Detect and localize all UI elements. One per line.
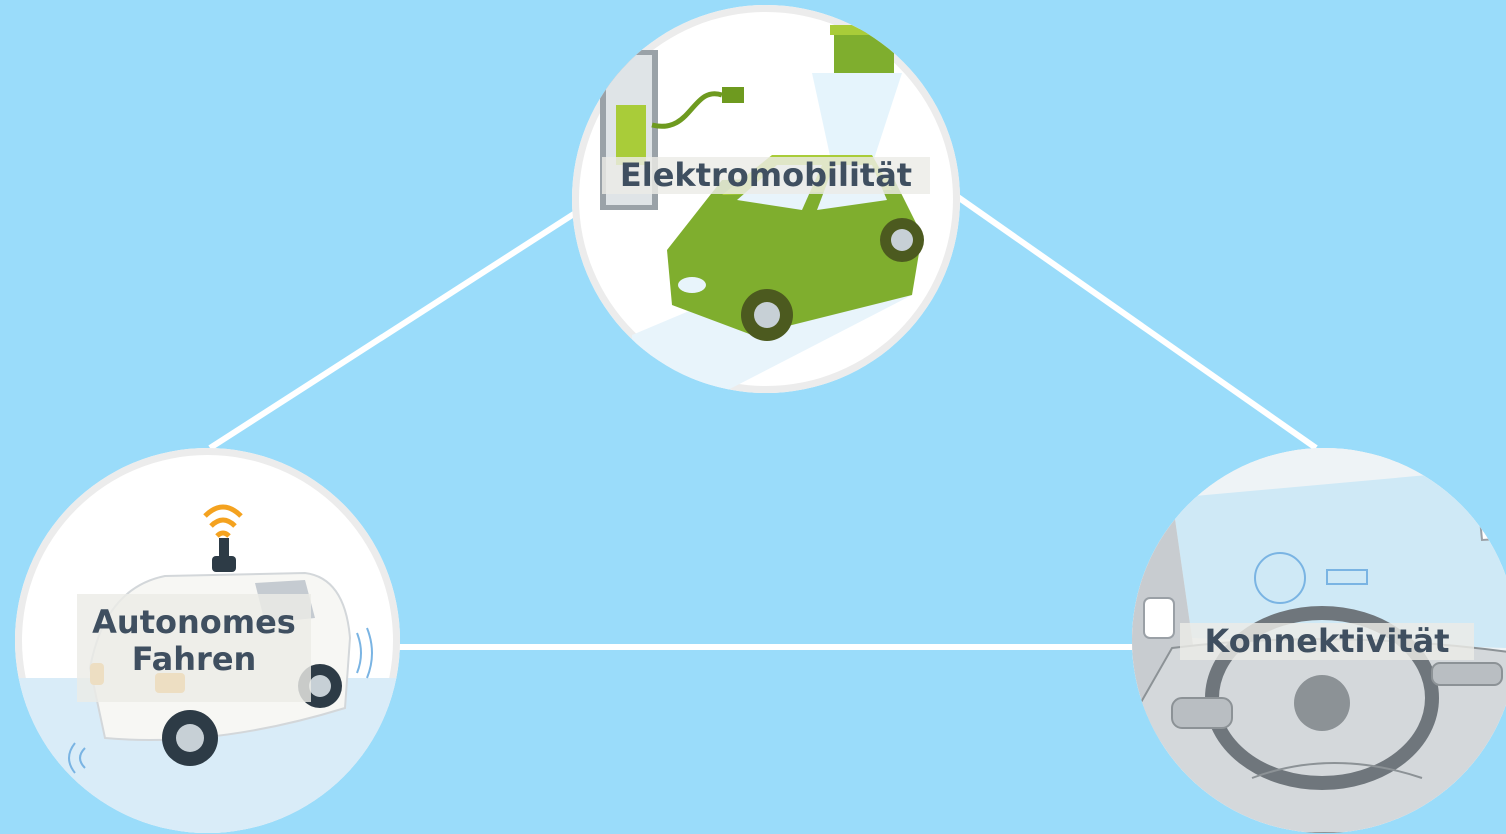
label-konnektivitaet: Konnektivität: [1180, 623, 1474, 660]
edge-elektromobilitaet-autonomes-fahren: [208, 207, 582, 451]
label-autonomes-fahren-line1: Autonomes: [92, 603, 296, 641]
label-elektromobilitaet: Elektromobilität: [602, 157, 930, 194]
edge-elektromobilitaet-konnektivitaet: [953, 192, 1318, 451]
label-autonomes-fahren-line2: Fahren: [131, 640, 257, 678]
electric-car-charging-icon: [600, 25, 924, 393]
node-konnektivitaet: Konnektivität: [1132, 448, 1506, 833]
node-elektromobilitaet: Elektromobilität: [572, 5, 960, 393]
node-autonomes-fahren: Autonomes Fahren: [15, 448, 400, 833]
label-autonomes-fahren: Autonomes Fahren: [77, 594, 311, 702]
